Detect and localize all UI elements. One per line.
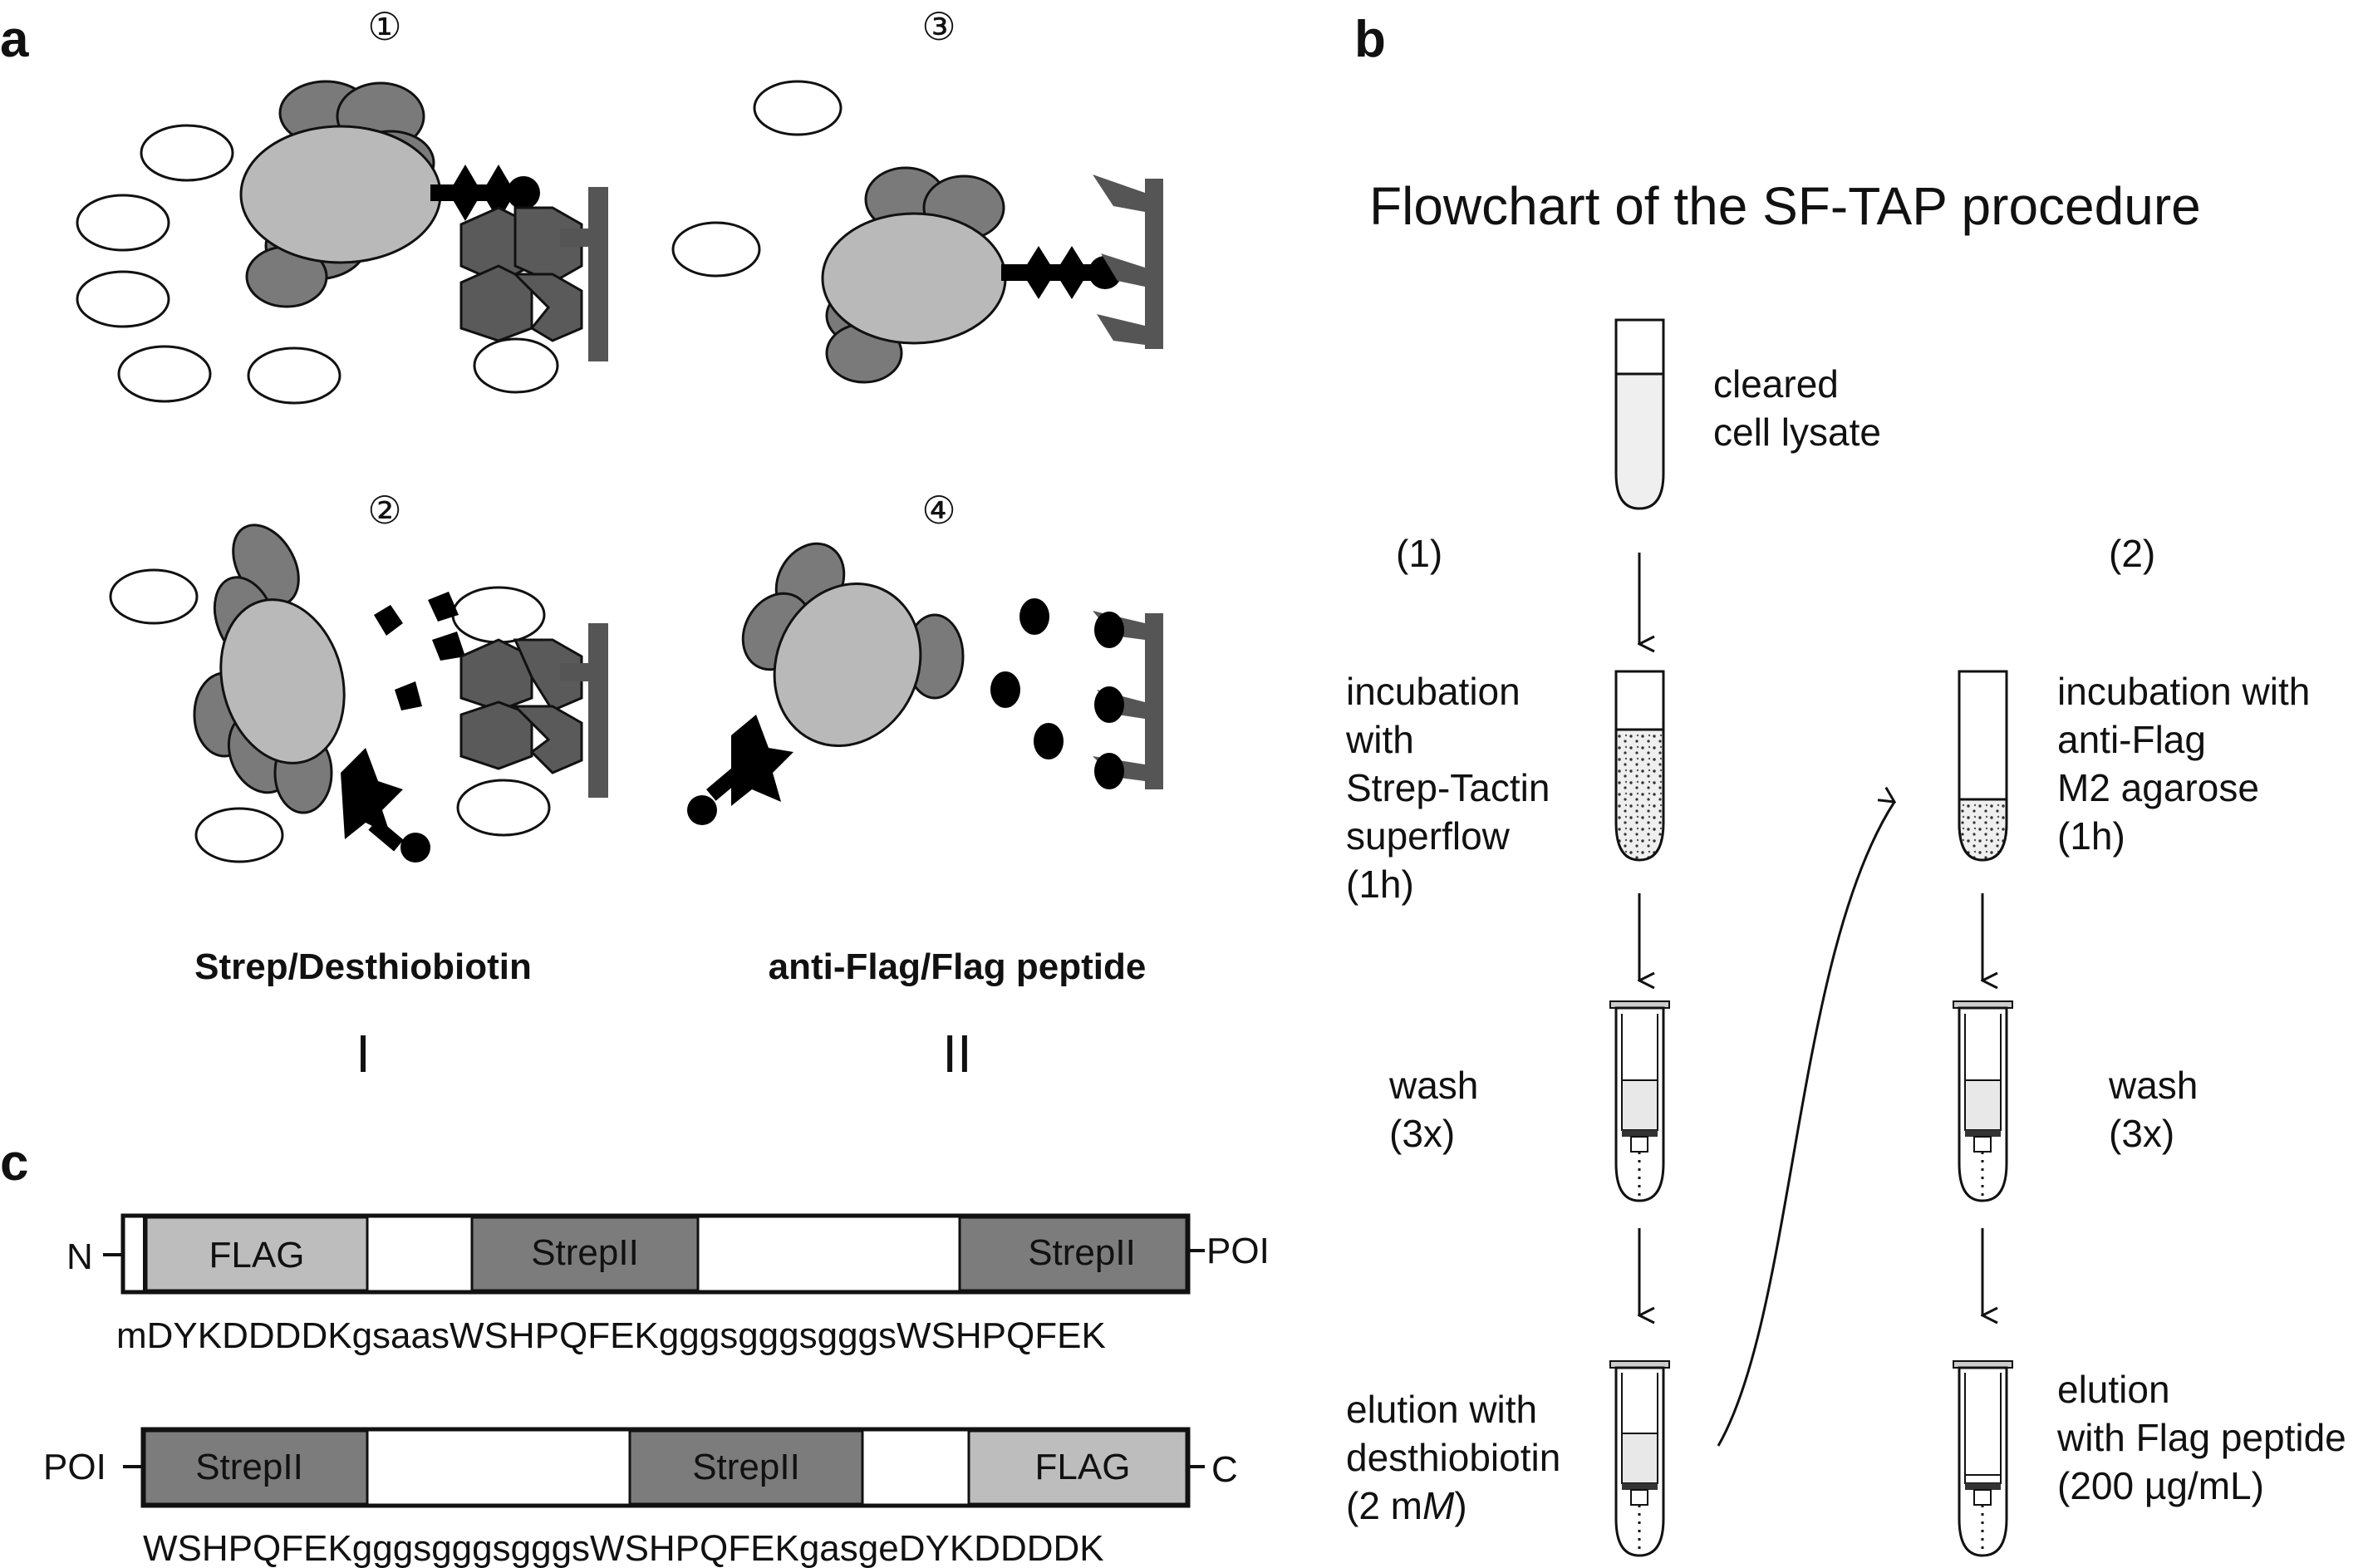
elution-column-1 <box>1609 1360 1670 1557</box>
step-incubation-2-label: incubation with anti-Flag M2 agarose (1h… <box>2057 670 2310 858</box>
construct-n-terminal: N FLAG StrepII StrepII POI mDYKDDDDKgsaa… <box>66 1213 1270 1356</box>
svg-text:StrepII: StrepII <box>195 1447 303 1487</box>
step-wash-2-label: wash (3x) <box>2108 1064 2198 1155</box>
svg-text:incubation: incubation <box>1346 670 1521 713</box>
wash-column-2 <box>1953 1000 2013 1202</box>
method-label-flag: anti-Flag/Flag peptide <box>769 946 1147 987</box>
svg-text:(3x): (3x) <box>1389 1112 1455 1155</box>
method-label-strep: Strep/Desthiobiotin <box>194 946 532 987</box>
svg-text:StrepII: StrepII <box>531 1232 639 1273</box>
anti-flag-resin <box>1093 174 1163 349</box>
segment-strepii <box>143 1429 369 1506</box>
svg-text:with Flag peptide: with Flag peptide <box>2056 1416 2346 1459</box>
step-marker-1: ① <box>367 5 401 48</box>
svg-text:cleared: cleared <box>1713 362 1839 406</box>
segment-strepii <box>958 1216 1188 1292</box>
svg-text:with: with <box>1345 718 1414 761</box>
svg-text:wash: wash <box>2108 1064 2198 1107</box>
step-lysate-label: cleared cell lysate <box>1713 362 1881 454</box>
svg-text:FLAG: FLAG <box>1035 1447 1131 1487</box>
released-tag <box>341 748 430 863</box>
panel-label-b: b <box>1354 11 1386 68</box>
resin-bead <box>560 187 608 361</box>
construct-n-sequence: mDYKDDDDKgsaasWSHPQFEKgggsgggsgggsWSHPQF… <box>116 1315 1106 1356</box>
step-incubation-1-label: incubation with Strep-Tactin superflow (… <box>1345 670 1550 906</box>
wash-column-1 <box>1609 1000 1670 1202</box>
flag-peptides <box>990 598 1064 759</box>
panel-a-step-3: ③ <box>671 5 1163 384</box>
free-proteins <box>76 124 559 405</box>
svg-text:(3x): (3x) <box>2109 1112 2174 1155</box>
construct-n-left-label: N <box>66 1236 93 1277</box>
segment-flag <box>967 1429 1188 1506</box>
svg-text:anti-Flag: anti-Flag <box>2057 718 2206 761</box>
protein-complex-released <box>193 523 346 814</box>
svg-text:wash: wash <box>1388 1064 1478 1107</box>
svg-text:(200 µg/mL): (200 µg/mL) <box>2057 1464 2264 1507</box>
roman-label-i: I <box>356 1024 371 1084</box>
step-marker-2: ② <box>367 489 401 532</box>
roman-label-ii: II <box>942 1024 972 1084</box>
column-label-1: (1) <box>1396 532 1442 575</box>
step-marker-4: ④ <box>921 489 956 532</box>
panel-label-c: c <box>0 1134 28 1192</box>
segment-strepii <box>628 1429 864 1506</box>
segment-strepii <box>470 1216 700 1292</box>
incubation-tube-2 <box>1958 670 2008 862</box>
strep-tactin-tetramer-2 <box>459 638 583 774</box>
step-elution-1-label: elution with desthiobiotin (2 mM) <box>1346 1388 1560 1527</box>
panel-a-step-4: ④ <box>687 489 1163 825</box>
incubation-tube-1 <box>1614 670 1665 862</box>
strep-tactin-tetramer <box>459 206 583 342</box>
svg-text:cell lysate: cell lysate <box>1713 410 1881 454</box>
svg-text:incubation with: incubation with <box>2057 670 2310 713</box>
svg-text:superflow: superflow <box>1346 814 1511 858</box>
svg-text:StrepII: StrepII <box>1028 1232 1136 1273</box>
elution-column-2 <box>1953 1360 2013 1557</box>
sf-tap-tag <box>430 165 540 221</box>
step-wash-1-label: wash (3x) <box>1388 1064 1478 1155</box>
panel-a-step-2: ② <box>109 489 608 863</box>
transfer-arrow <box>1717 802 1894 1447</box>
svg-text:FLAG: FLAG <box>209 1235 305 1276</box>
svg-text:elution: elution <box>2057 1368 2170 1411</box>
column-label-2: (2) <box>2109 532 2155 575</box>
construct-c-right-label: C <box>1211 1449 1238 1490</box>
construct-n-right-label: POI <box>1206 1231 1270 1271</box>
construct-c-left-label: POI <box>43 1447 106 1487</box>
svg-text:StrepII: StrepII <box>692 1447 800 1487</box>
protein-complex <box>239 80 442 308</box>
construct-c-sequence: WSHPQFEKgggsgggsgggsWSHPQFEKgasgeDYKDDDD… <box>143 1528 1104 1568</box>
svg-text:Strep-Tactin: Strep-Tactin <box>1346 766 1550 809</box>
panel-label-a: a <box>0 11 29 68</box>
desthiobiotin-molecules <box>374 592 465 710</box>
step-marker-3: ③ <box>921 5 956 48</box>
flowchart-title: Flowchart of the SF-TAP procedure <box>1369 176 2201 236</box>
svg-text:(1h): (1h) <box>1346 863 1414 906</box>
segment-flag <box>145 1216 369 1292</box>
svg-text:elution with: elution with <box>1346 1388 1537 1431</box>
construct-c-terminal: POI StrepII StrepII FLAG C WSHPQFEKgggsg… <box>43 1427 1238 1568</box>
svg-text:M2 agarose: M2 agarose <box>2057 766 2259 809</box>
svg-text:(1h): (1h) <box>2057 814 2125 858</box>
step-elution-2-label: elution with Flag peptide (200 µg/mL) <box>2056 1368 2346 1507</box>
svg-text:(2 mM): (2 mM) <box>1346 1484 1467 1527</box>
lysate-tube <box>1614 318 1665 510</box>
svg-text:desthiobiotin: desthiobiotin <box>1346 1436 1560 1479</box>
panel-a-step-1: ① <box>76 5 608 405</box>
